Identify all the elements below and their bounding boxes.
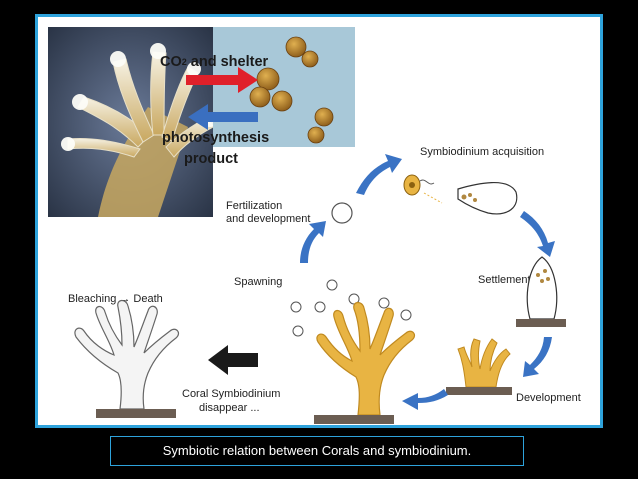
cycle-arrow-icon-1 (356, 154, 402, 195)
slide-frame: CO2 and shelter photosynthesis product S… (35, 14, 603, 428)
fertilized-egg-icon (331, 202, 353, 224)
symbiodinium-micrograph (213, 27, 355, 147)
co2-shelter-label: CO2 and shelter (160, 54, 269, 70)
cycle-arrow-icon-4 (402, 389, 448, 410)
cycle-arrow-icon-5 (300, 221, 326, 263)
disappear-label-1: Coral Symbiodinium (182, 388, 280, 400)
lifecycle-arrows (300, 154, 555, 410)
acquisition-label: Symbiodinium acquisition (420, 146, 544, 158)
symbiodinium-cell-icon (403, 174, 443, 204)
settled-polyp-icon (516, 256, 566, 327)
exchange-arrows (186, 67, 258, 130)
blue-arrow-icon (188, 104, 258, 130)
healthy-coral-icon (314, 301, 416, 424)
bleaching-death-label: Bleaching → Death (68, 293, 163, 305)
cycle-arrow-icon-3 (523, 337, 552, 377)
coral-polyp-photo (48, 27, 216, 217)
spawned-eggs-icon (290, 279, 412, 337)
fertilization-label-1: Fertilization (226, 200, 282, 212)
slide-caption: Symbiotic relation between Corals and sy… (110, 436, 524, 466)
settlement-label: Settlement (478, 274, 531, 286)
fertilization-label-2: and development (226, 213, 310, 225)
young-coral-icon (446, 338, 512, 395)
photosynthesis-label: photosynthesis (162, 130, 269, 146)
development-label: Development (516, 392, 581, 404)
bleached-coral-icon (74, 299, 180, 418)
coral-larva-icon (457, 182, 518, 215)
symbiosis-diagram: CO2 and shelter photosynthesis product S… (48, 27, 581, 424)
red-arrow-icon (186, 67, 258, 93)
spawning-label: Spawning (234, 276, 282, 288)
disappear-label-2: disappear ... (199, 402, 260, 414)
product-label: product (184, 151, 238, 167)
bleaching-arrow-icon (208, 345, 258, 375)
cycle-arrow-icon-2 (520, 211, 555, 257)
